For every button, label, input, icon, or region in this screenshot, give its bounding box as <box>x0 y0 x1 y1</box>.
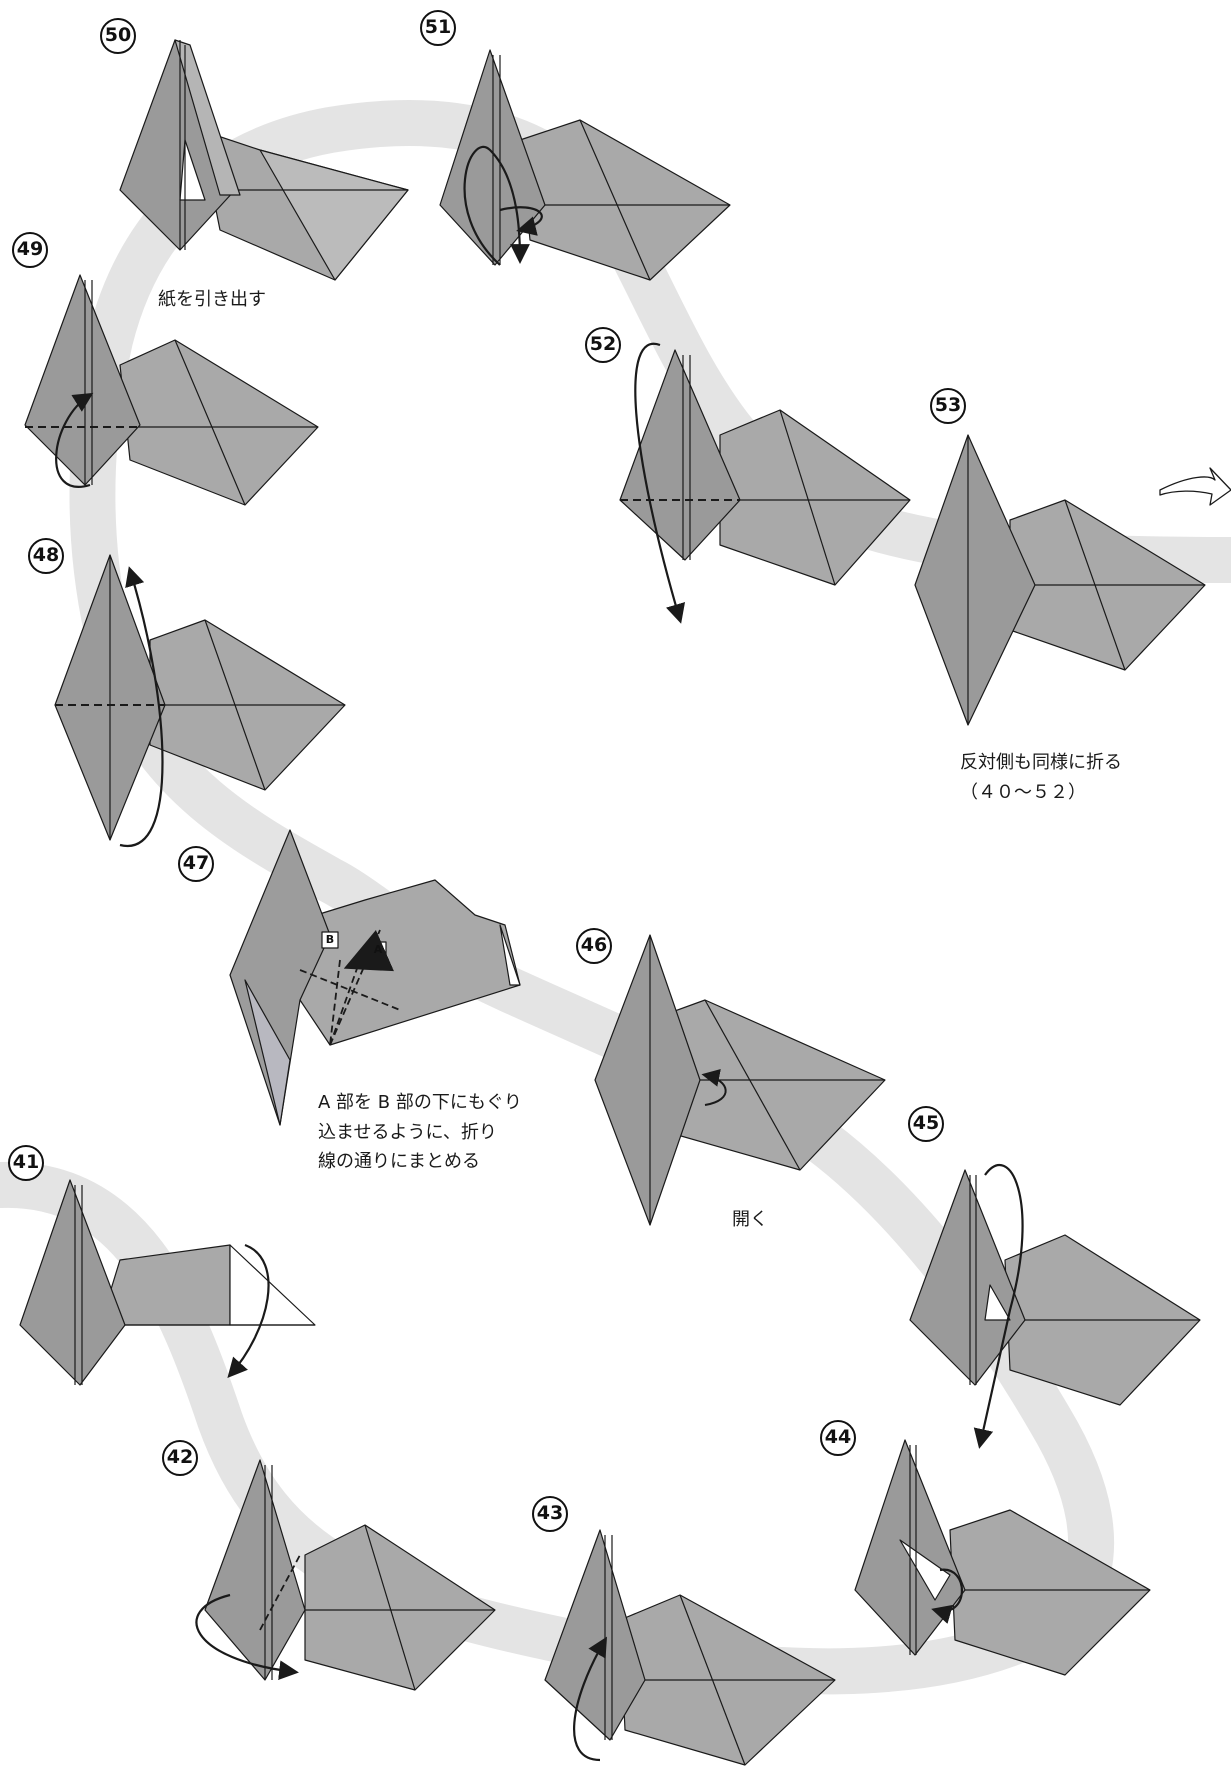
caption-open-text: 開く <box>732 1209 768 1230</box>
figure-step-42 <box>195 1459 496 1691</box>
label-a: A <box>373 943 383 956</box>
step-number-50: 50 <box>100 18 136 54</box>
step-number-51: 51 <box>420 10 456 46</box>
figure-step-41 <box>19 1179 316 1386</box>
caption-fold-other-side: 反対側も同様に折る （４０〜５２） <box>960 748 1122 807</box>
step-number-49: 49 <box>12 232 48 268</box>
caption-open: 開く <box>732 1205 768 1235</box>
figure-step-43 <box>544 1529 836 1766</box>
figure-step-52 <box>619 342 911 624</box>
turn-over-arrow-icon <box>1159 467 1231 506</box>
caption-pull-out: 紙を引き出す <box>158 285 266 315</box>
step-number-42: 42 <box>162 1440 198 1476</box>
step-number-46: 46 <box>576 928 612 964</box>
step-number-44: 44 <box>820 1420 856 1456</box>
step-number-47: 47 <box>178 846 214 882</box>
step-number-53: 53 <box>930 388 966 424</box>
figure-step-45 <box>909 1163 1201 1449</box>
figure-step-46 <box>594 934 886 1226</box>
figure-step-51 <box>439 49 731 281</box>
step-number-41: 41 <box>8 1145 44 1181</box>
step-number-52: 52 <box>585 327 621 363</box>
caption-tuck-line-2: 込ませるように、折り <box>318 1121 497 1143</box>
step-number-45: 45 <box>908 1106 944 1142</box>
figure-step-48 <box>54 554 346 848</box>
figure-step-53 <box>914 434 1231 726</box>
caption-tuck: A 部を B 部の下にもぐり 込ませるように、折り 線の通りにまとめる <box>318 1088 522 1177</box>
caption-pull-out-text: 紙を引き出す <box>158 289 266 310</box>
label-b: B <box>325 933 335 946</box>
caption-fold-other-side-line-1: 反対側も同様に折る <box>960 752 1122 773</box>
step-number-43: 43 <box>532 1496 568 1532</box>
figure-step-47 <box>229 829 521 1126</box>
figure-step-49 <box>24 274 319 506</box>
caption-tuck-line-1: A 部を B 部の下にもぐり <box>318 1092 522 1113</box>
caption-fold-other-side-line-2: （４０〜５２） <box>960 781 1086 803</box>
step-number-48: 48 <box>28 538 64 574</box>
figure-step-50 <box>119 39 409 281</box>
figure-step-44 <box>854 1439 1151 1676</box>
caption-tuck-line-3: 線の通りにまとめる <box>318 1151 480 1173</box>
